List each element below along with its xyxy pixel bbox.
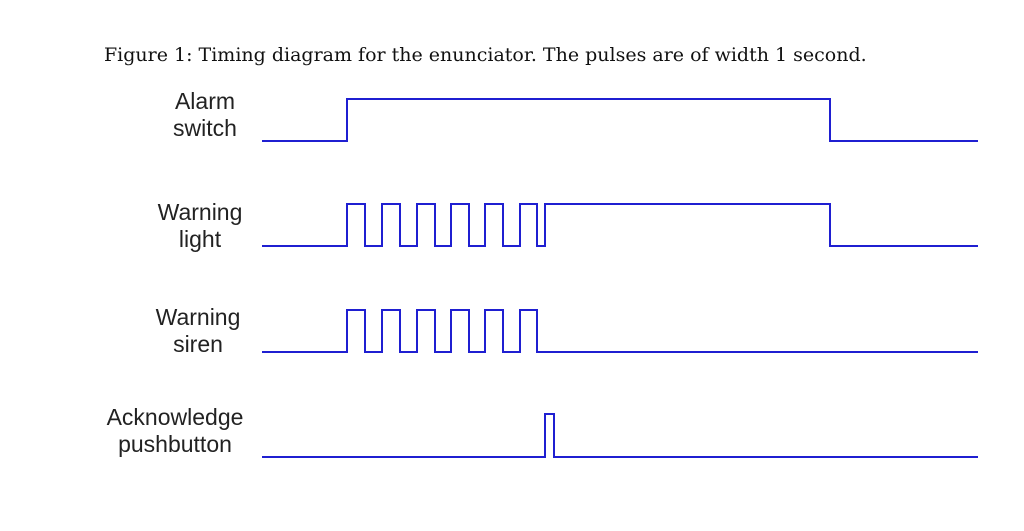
label-line: light — [178, 226, 222, 252]
label-line: Alarm — [174, 88, 236, 114]
figure-caption: Figure 1: Timing diagram for the enuncia… — [104, 44, 867, 66]
label-line: Warning — [157, 199, 243, 225]
waveform-acknowledge-pushbutton — [262, 413, 978, 458]
label-line: Warning — [155, 304, 241, 330]
signal-label-warning-light: Warning light — [140, 199, 260, 253]
waveform-warning-siren — [262, 309, 978, 353]
label-line: switch — [173, 115, 237, 141]
signal-label-acknowledge-pushbutton: Acknowledge pushbutton — [90, 404, 260, 458]
label-line: Acknowledge — [106, 404, 244, 430]
signal-label-warning-siren: Warning siren — [136, 304, 260, 358]
waveform-alarm-switch — [262, 98, 978, 142]
label-line: siren — [173, 331, 223, 357]
signal-label-alarm-switch: Alarm switch — [150, 88, 260, 142]
waveform-warning-light — [262, 203, 978, 247]
label-line: pushbutton — [118, 431, 232, 457]
